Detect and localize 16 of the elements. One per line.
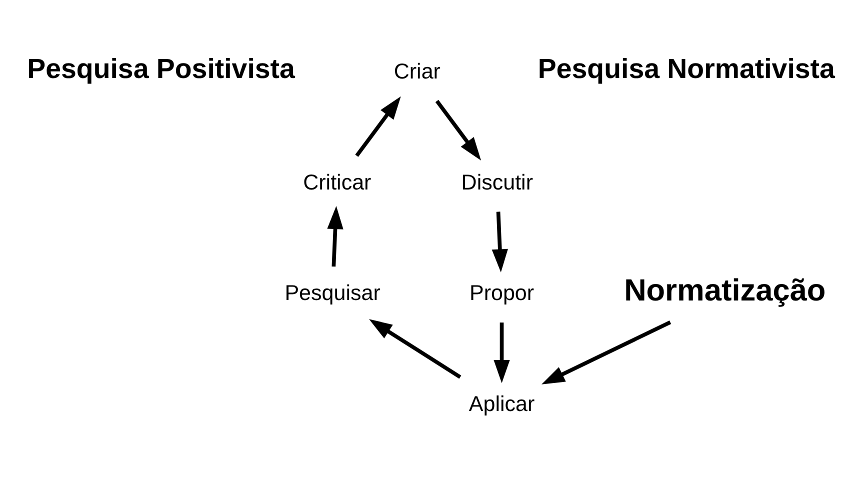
- label: Pesquisa Normativista: [538, 52, 835, 84]
- node-text: Pesquisar: [284, 280, 380, 305]
- arrow: [494, 322, 510, 383]
- node-text: Criar: [394, 59, 440, 84]
- arrow: [355, 96, 401, 156]
- arrow: [542, 320, 672, 384]
- node-text: Criticar: [303, 170, 372, 194]
- label: Pesquisa Positivista: [27, 52, 295, 84]
- arrow: [327, 205, 344, 266]
- node-text: Propor: [469, 280, 534, 305]
- arrow: [492, 211, 508, 272]
- arrow: [369, 318, 462, 378]
- arrow: [435, 99, 482, 160]
- node-text: Aplicar: [468, 391, 535, 416]
- node-text: Normatização: [624, 272, 826, 308]
- node-text: Discutir: [461, 170, 534, 194]
